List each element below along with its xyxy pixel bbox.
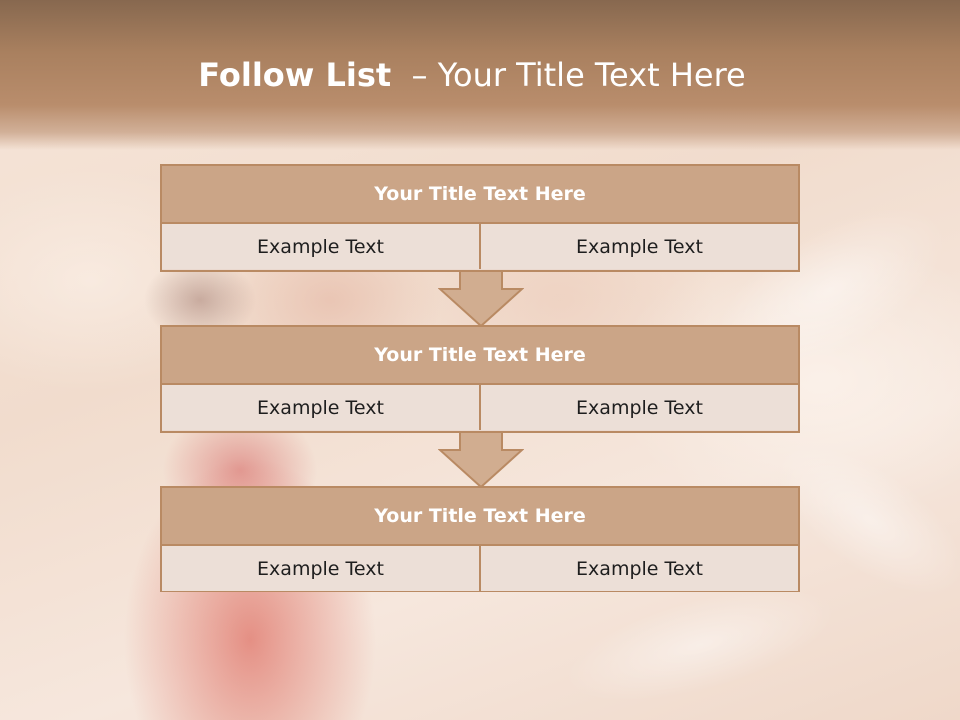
box-cell-left: Example Text (162, 385, 479, 430)
list-box-1[interactable]: Your Title Text Here Example Text Exampl… (160, 164, 800, 272)
title-strong: Follow List (198, 56, 392, 94)
box-row: Example Text Example Text (162, 546, 798, 591)
box-cell-right: Example Text (479, 224, 798, 269)
box-cell-right: Example Text (479, 385, 798, 430)
box-row: Example Text Example Text (162, 224, 798, 269)
box-title: Your Title Text Here (162, 166, 798, 224)
slide-title[interactable]: Follow List – Your Title Text Here (0, 56, 944, 94)
list-box-3[interactable]: Your Title Text Here Example Text Exampl… (160, 486, 800, 592)
box-title: Your Title Text Here (162, 488, 798, 546)
box-cell-left: Example Text (162, 546, 479, 591)
down-arrow-icon (438, 271, 524, 327)
box-cell-left: Example Text (162, 224, 479, 269)
box-row: Example Text Example Text (162, 385, 798, 430)
title-band (0, 0, 960, 150)
list-box-2[interactable]: Your Title Text Here Example Text Exampl… (160, 325, 800, 433)
title-rest: – Your Title Text Here (391, 56, 746, 94)
box-title: Your Title Text Here (162, 327, 798, 385)
box-cell-right: Example Text (479, 546, 798, 591)
down-arrow-icon (438, 432, 524, 488)
